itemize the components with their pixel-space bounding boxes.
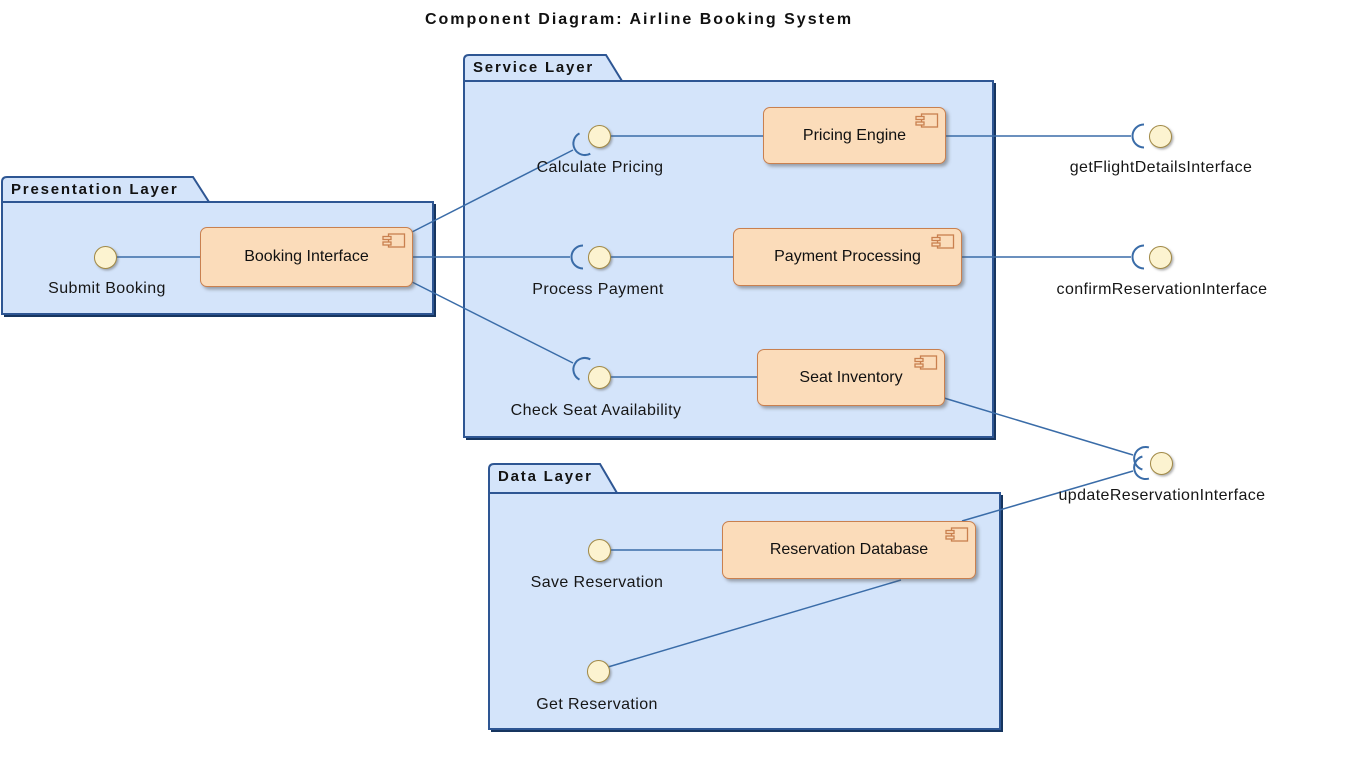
interface-label-getflightdetails: getFlightDetailsInterface (1069, 159, 1253, 176)
component-pricing-engine: Pricing Engine (763, 107, 946, 164)
interface-label-confirmreservation: confirmReservationInterface (1056, 281, 1268, 298)
component-booking-interface: Booking Interface (200, 227, 413, 287)
interface-label-process-payment: Process Payment (532, 281, 664, 298)
interface-circle-get-reservation (586, 659, 610, 683)
interface-circle-check-seat-availability (587, 365, 611, 389)
component-label: Booking Interface (244, 248, 369, 265)
socket-arc-getflightdetails (1131, 123, 1145, 149)
interface-circle-confirmreservation (1148, 245, 1172, 269)
component-label: Pricing Engine (802, 126, 907, 144)
interface-label-submit-booking: Submit Booking (48, 280, 166, 297)
interface-circle-process-payment (587, 245, 611, 269)
interface-label-save-reservation: Save Reservation (530, 574, 664, 591)
edge-seat-inventory-to-updatereservation (943, 397, 1134, 456)
package-tab-service-layer: Service Layer (473, 59, 594, 76)
interface-label-check-seat-availability: Check Seat Availability (510, 402, 682, 419)
socket-arc-updatereservation-from-seat-inventory (1133, 445, 1150, 471)
component-icon (915, 113, 939, 128)
socket-arc-confirmreservation (1131, 244, 1145, 270)
component-reservation-database: Reservation Database (722, 521, 976, 579)
package-tab-data-layer: Data Layer (498, 468, 593, 485)
interface-circle-calculate-pricing (587, 124, 611, 148)
interface-circle-updatereservation (1149, 451, 1173, 475)
component-icon (914, 355, 938, 370)
edge-get-reservation-to-reservation-database (607, 579, 902, 668)
package-tab-presentation-layer: Presentation Layer (11, 181, 179, 198)
component-icon (931, 234, 955, 249)
package-data-layer-shape (488, 463, 1003, 732)
component-label: Reservation Database (769, 541, 929, 558)
interface-label-get-reservation: Get Reservation (536, 696, 658, 713)
component-label: Seat Inventory (799, 368, 903, 386)
component-icon (382, 233, 406, 248)
diagram-title: Component Diagram: Airline Booking Syste… (424, 11, 854, 28)
component-label: Payment Processing (774, 248, 921, 265)
component-payment-processing: Payment Processing (733, 228, 962, 286)
interface-circle-getflightdetails (1148, 124, 1172, 148)
interface-circle-submit-booking (93, 245, 117, 269)
interface-label-calculate-pricing: Calculate Pricing (536, 159, 664, 176)
component-seat-inventory: Seat Inventory (757, 349, 945, 406)
component-icon (945, 527, 969, 542)
interface-label-updatereservation: updateReservationInterface (1058, 487, 1266, 504)
interface-circle-save-reservation (587, 538, 611, 562)
socket-arc-process-payment (570, 244, 584, 270)
socket-arc-updatereservation-from-database (1133, 455, 1150, 481)
